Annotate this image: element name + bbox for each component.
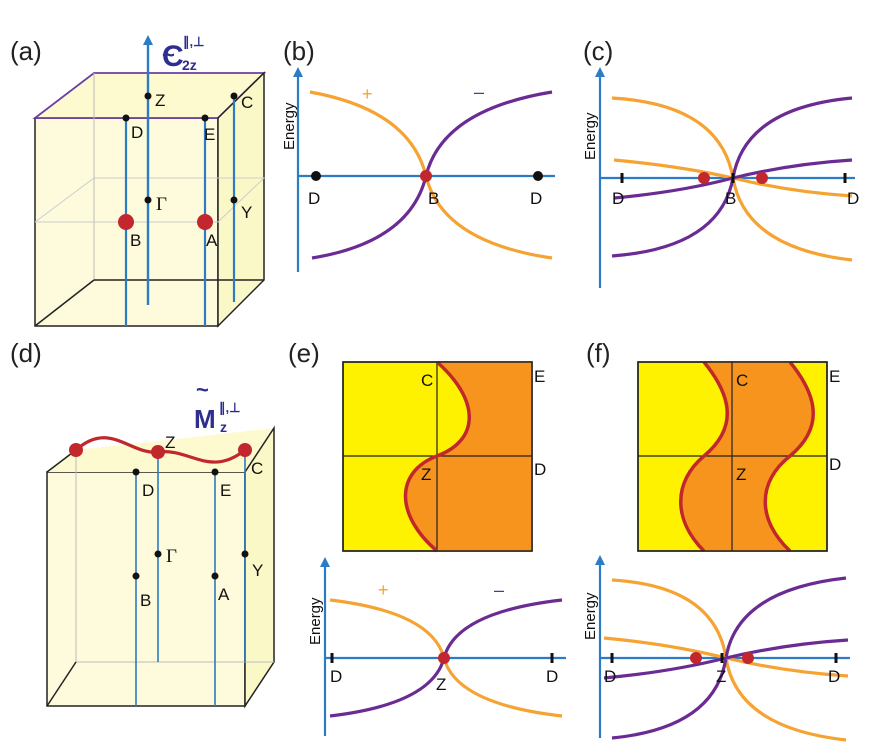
panel-e: (e) C E Z D Energy + – D D Z <box>288 338 566 736</box>
label-E-d: E <box>220 481 231 500</box>
panel-d: (d) ~ M ∥,⊥ z Z C D E Γ Y B A <box>10 338 275 709</box>
label-D-right-b: D <box>530 189 542 208</box>
panel-label-b: (b) <box>283 36 315 66</box>
point-Z <box>144 92 152 100</box>
label-Gamma-d: Γ <box>166 546 177 567</box>
nodal-curve-e <box>403 360 471 553</box>
label-C: C <box>241 93 253 112</box>
node-C-d <box>238 443 252 457</box>
label-D-right-e: D <box>546 667 558 686</box>
sign-minus-e: – <box>494 580 504 600</box>
point-Gamma-d <box>154 550 162 558</box>
label-B: B <box>130 231 141 250</box>
label-D-d: D <box>142 481 154 500</box>
point-Gamma <box>144 196 152 204</box>
point-E <box>201 114 209 122</box>
label-E: E <box>204 125 215 144</box>
panel-label-f: (f) <box>586 338 611 368</box>
panel-a: (a) ~ C ∥,⊥ 2z Z C D E Γ Y B <box>10 34 267 328</box>
label-D-right-f: D <box>828 667 840 686</box>
sign-plus-b: + <box>362 84 373 104</box>
node-left-d <box>69 443 83 457</box>
box-bottom-left-edge-d <box>46 661 77 707</box>
box-bottom-left-edge <box>34 279 95 327</box>
panel-label-e: (e) <box>288 338 320 368</box>
label-C-d: C <box>251 459 263 478</box>
point-Y <box>230 196 238 204</box>
mz-subscript: z <box>220 419 227 435</box>
energy-label-f: Energy <box>582 592 599 640</box>
node-right-f <box>742 652 754 664</box>
label-A: A <box>206 231 218 250</box>
node-B <box>118 214 134 230</box>
label-C-f: C <box>736 371 748 390</box>
label-Z-e: Z <box>421 465 431 484</box>
label-Y-d: Y <box>252 561 263 580</box>
panel-b: (b) Energy + – D D B <box>281 36 555 272</box>
node-B-b <box>420 170 432 182</box>
c2z-label: C <box>162 40 184 73</box>
label-D-left-f: D <box>604 667 616 686</box>
label-B-b: B <box>428 189 439 208</box>
label-A-d: A <box>218 585 230 604</box>
node-left-c <box>698 172 710 184</box>
point-D <box>122 114 130 122</box>
c2z-superscript: ∥,⊥ <box>183 34 204 50</box>
c2z-subscript: 2z <box>182 57 197 73</box>
label-D-f: D <box>829 455 841 474</box>
node-right-c <box>756 172 768 184</box>
mz-tilde: ~ <box>196 377 209 402</box>
bz-border-e <box>342 361 533 552</box>
label-C-e: C <box>421 371 433 390</box>
c2z-tilde: ~ <box>162 42 175 67</box>
label-E-e: E <box>534 367 545 386</box>
label-Z: Z <box>155 91 165 110</box>
point-Y-d <box>241 550 249 558</box>
panel-c: (c) Energy D B D <box>582 36 859 288</box>
panel-label-d: (d) <box>10 338 42 368</box>
point-D-left-b <box>311 171 321 181</box>
mid-plane <box>34 177 266 223</box>
sign-plus-e: + <box>378 580 389 600</box>
energy-label-e: Energy <box>307 597 324 645</box>
node-A <box>197 214 213 230</box>
label-D-left-b: D <box>308 189 320 208</box>
point-C <box>230 92 238 100</box>
point-A-d <box>211 572 219 580</box>
label-Z-d: Z <box>165 433 175 452</box>
nodal-curve-left-f <box>679 360 729 553</box>
point-D-d <box>132 468 140 476</box>
label-Z-axis-f: Z <box>716 667 726 686</box>
label-D: D <box>131 123 143 142</box>
band-inner-purple-f <box>603 638 849 680</box>
energy-label-b: Energy <box>281 102 298 150</box>
label-B-d: B <box>140 591 151 610</box>
label-D-left-c: D <box>612 189 624 208</box>
panel-label-a: (a) <box>10 36 42 66</box>
panel-label-c: (c) <box>583 36 613 66</box>
sign-minus-b: – <box>474 82 484 102</box>
mz-superscript: ∥,⊥ <box>219 400 240 416</box>
label-Y: Y <box>241 203 252 222</box>
energy-label-c: Energy <box>582 112 599 160</box>
label-D-right-c: D <box>847 189 859 208</box>
bz-border-f <box>637 361 828 552</box>
label-B-c: B <box>725 189 736 208</box>
label-Z-axis-e: Z <box>436 675 446 694</box>
label-Z-f: Z <box>736 465 746 484</box>
nodal-curve-right-f <box>763 360 815 553</box>
point-B-d <box>132 572 140 580</box>
label-D-left-e: D <box>330 667 342 686</box>
mz-label: M <box>194 404 216 434</box>
node-Z-d <box>151 445 165 459</box>
label-E-f: E <box>829 367 840 386</box>
point-E-d <box>211 468 219 476</box>
point-D-right-b <box>533 171 543 181</box>
panel-f: (f) C E Z D Energy D Z D <box>582 338 850 742</box>
label-D-e: D <box>534 460 546 479</box>
node-Z-e <box>438 652 450 664</box>
node-left-f <box>690 652 702 664</box>
label-Gamma: Γ <box>156 194 167 215</box>
